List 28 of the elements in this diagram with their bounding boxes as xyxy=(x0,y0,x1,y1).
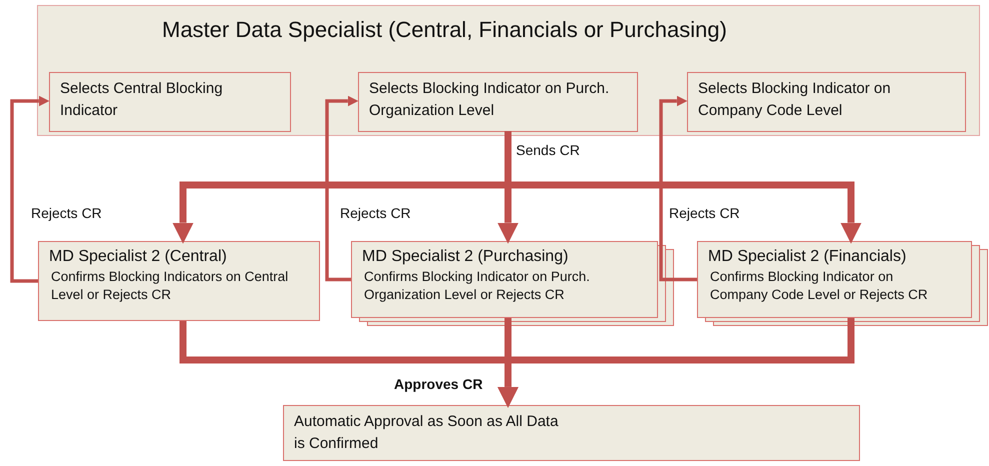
process-box xyxy=(687,72,966,132)
process-box xyxy=(351,241,658,318)
box-text: Selects Central Blocking Indicator xyxy=(60,79,224,121)
box-title: MD Specialist 2 (Purchasing) xyxy=(362,247,570,267)
process-box xyxy=(49,72,291,132)
edge-label: Rejects CR xyxy=(338,205,413,221)
edge-label: Sends CR xyxy=(514,142,582,158)
box-text: Selects Blocking Indicator on Company Code Level xyxy=(698,79,892,121)
process-box xyxy=(358,72,638,132)
box-text: Selects Blocking Indicator on Purch. Organization Level xyxy=(369,79,610,121)
box-text: Confirms Blocking Indicators on Central Level or Rejects CR xyxy=(50,268,290,304)
box-title: MD Specialist 2 (Central) xyxy=(49,247,228,267)
box-text: Automatic Approval as Soon as All Data is Confirmed xyxy=(294,412,559,454)
panel-title: Master Data Specialist (Central, Financials or Purchasing) xyxy=(162,16,728,44)
arrow xyxy=(10,96,50,283)
edge-label: Rejects CR xyxy=(667,205,742,221)
process-box xyxy=(38,241,320,321)
arrow xyxy=(498,318,854,408)
arrow xyxy=(659,96,697,282)
role-panel xyxy=(37,5,980,136)
process-box xyxy=(697,241,972,318)
box-text: Confirms Blocking Indicator on Purch. Organization Level or Rejects CR xyxy=(363,268,591,304)
edge-label: Approves CR xyxy=(392,376,485,392)
edge-label: Rejects CR xyxy=(29,205,104,221)
box-title: MD Specialist 2 (Financials) xyxy=(708,247,908,267)
box-text: Confirms Blocking Indicator on Company Code Level or Rejects CR xyxy=(709,268,929,304)
process-box xyxy=(283,405,860,461)
arrow xyxy=(325,96,358,282)
